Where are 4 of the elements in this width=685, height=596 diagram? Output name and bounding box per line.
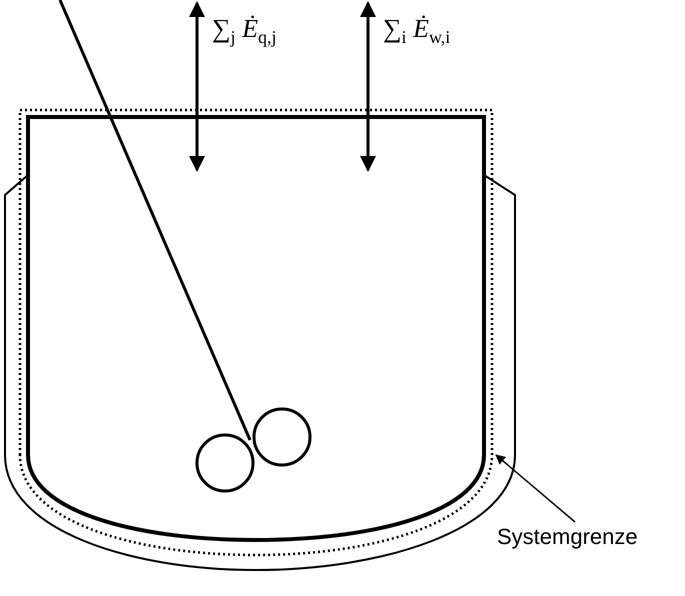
boundary-label: Systemgrenze: [497, 524, 638, 550]
energy-flow-label: ∑$_{i}$ Ė$_{w,i}$: [383, 14, 450, 48]
leader-line: [495, 454, 576, 523]
energy-flow-label: ∑$_{j}$ Ė$_{q,j}$: [212, 14, 276, 48]
